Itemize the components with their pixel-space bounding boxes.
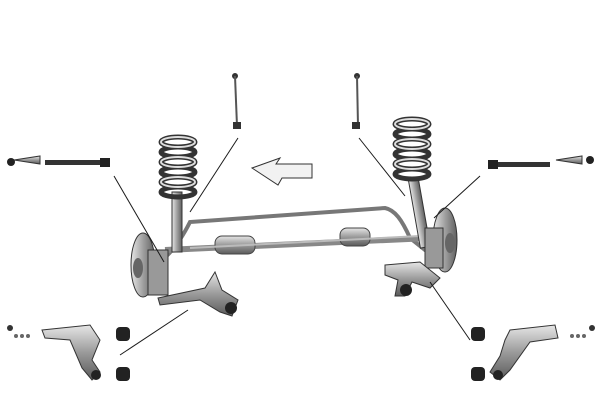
steering-rack [164, 227, 431, 255]
left-spare-control-arm [7, 324, 101, 381]
leader-lines [113, 137, 481, 356]
left-stabilizer-link [232, 73, 241, 129]
right-coil-spring-strut [392, 116, 432, 249]
stabilizer-bar [158, 205, 442, 264]
direction-arrow-icon [250, 157, 313, 186]
left-wheel-hub [130, 232, 169, 298]
left-tie-rod-and-end [7, 155, 110, 167]
right-wheel-hub [424, 207, 458, 273]
bushing-set-right [471, 327, 485, 381]
right-arm-bushing [400, 284, 412, 296]
left-arm-bushing [225, 302, 237, 314]
bushing-set-left [116, 327, 130, 381]
right-stabilizer-link [352, 73, 360, 129]
left-coil-spring-strut [158, 134, 198, 253]
right-spare-control-arm [489, 324, 595, 381]
right-tie-rod-and-end [488, 155, 594, 169]
